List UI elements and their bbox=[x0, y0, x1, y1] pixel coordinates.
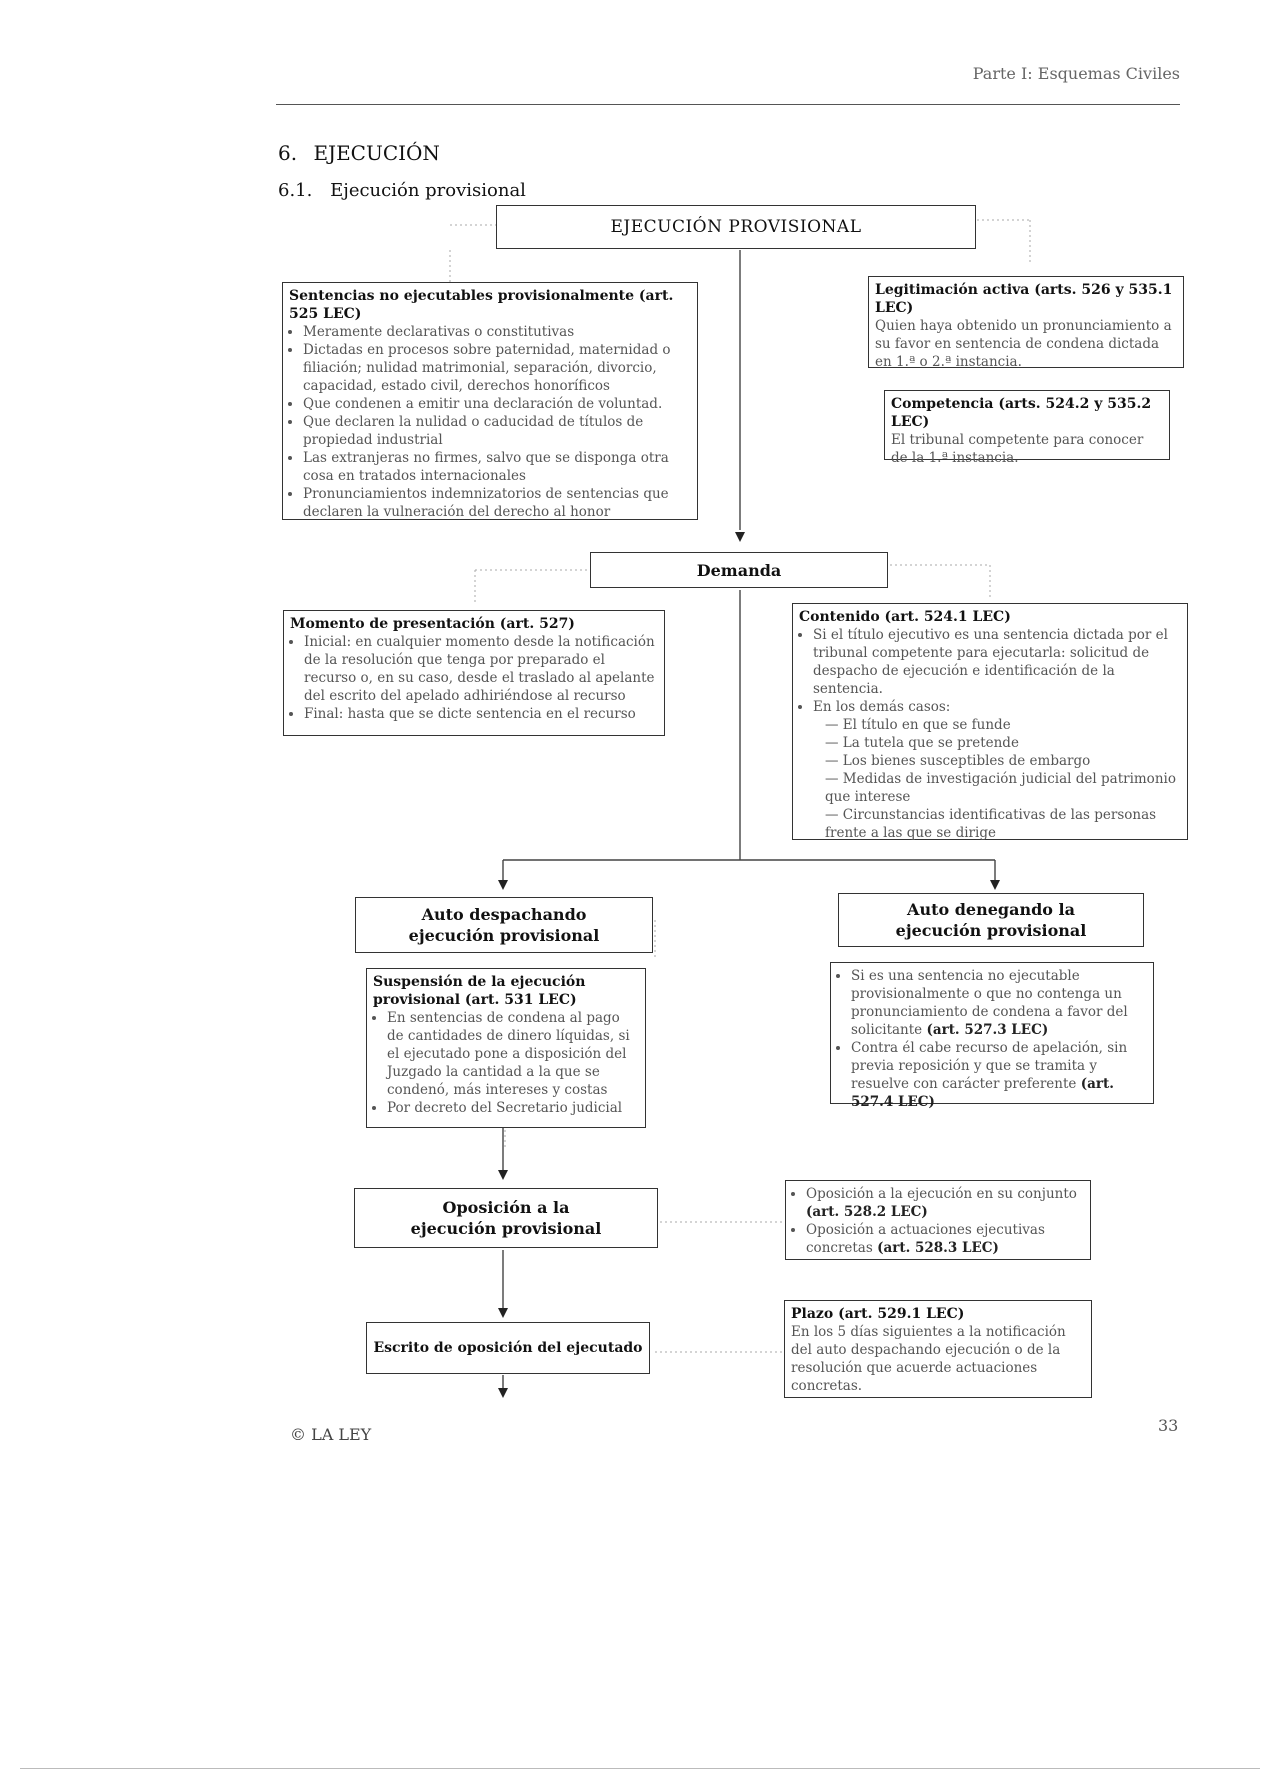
section-number: 6. bbox=[278, 141, 298, 165]
suspension-title: Suspensión de la ejecución provisional (… bbox=[373, 974, 586, 1008]
auto-denegando-line1: Auto denegando la bbox=[907, 900, 1075, 919]
list-item: Que condenen a emitir una declaración de… bbox=[303, 395, 691, 413]
plazo-box: Plazo (art. 529.1 LEC) En los 5 días sig… bbox=[784, 1300, 1092, 1398]
auto-denegando-line2: ejecución provisional bbox=[895, 921, 1087, 940]
escrito-oposicion-node: Escrito de oposición del ejecutado bbox=[366, 1322, 650, 1374]
subsection-number: 6.1. bbox=[278, 180, 313, 201]
momento-title: Momento de presentación (art. 527) bbox=[290, 616, 575, 632]
plazo-title: Plazo (art. 529.1 LEC) bbox=[791, 1306, 965, 1322]
legitimacion-text: Quien haya obtenido un pronunciamiento a… bbox=[875, 318, 1172, 370]
list-item: Si es una sentencia no ejecutable provis… bbox=[851, 967, 1147, 1039]
contenido-list: Si el título ejecutivo es una sentencia … bbox=[799, 626, 1181, 842]
sublist-item: — El título en que se funde bbox=[825, 717, 1011, 733]
list-item: En los demás casos: — El título en que s… bbox=[813, 698, 1181, 842]
no-ejecutables-title: Sentencias no ejecutables provisionalmen… bbox=[289, 288, 674, 322]
list-item: Por decreto del Secretario judicial bbox=[387, 1099, 639, 1117]
section-heading: 6. EJECUCIÓN bbox=[278, 141, 440, 165]
bottom-rule bbox=[20, 1768, 1260, 1769]
competencia-text: El tribunal competente para conocer de l… bbox=[891, 432, 1144, 466]
denegando-info-list: Si es una sentencia no ejecutable provis… bbox=[837, 967, 1147, 1111]
page-number: 33 bbox=[1158, 1416, 1179, 1435]
contenido-title: Contenido (art. 524.1 LEC) bbox=[799, 609, 1011, 625]
oposicion-node: Oposición a la ejecución provisional bbox=[354, 1188, 658, 1248]
list-item: Dictadas en procesos sobre paternidad, m… bbox=[303, 341, 691, 395]
section-title: EJECUCIÓN bbox=[313, 141, 440, 165]
list-item: Final: hasta que se dicte sentencia en e… bbox=[304, 705, 658, 723]
sublist-item: — Los bienes susceptibles de embargo bbox=[825, 753, 1091, 769]
list-item: Oposición a la ejecución en su conjunto … bbox=[806, 1185, 1084, 1221]
auto-despachando-line1: Auto despachando bbox=[421, 905, 587, 924]
list-item: En sentencias de condena al pago de cant… bbox=[387, 1009, 639, 1099]
sublist-item: — Medidas de investigación judicial del … bbox=[825, 771, 1176, 805]
list-item: Contra él cabe recurso de apelación, sin… bbox=[851, 1039, 1147, 1111]
list-item: Inicial: en cualquier momento desde la n… bbox=[304, 633, 658, 705]
oposicion-info-box: Oposición a la ejecución en su conjunto … bbox=[785, 1180, 1091, 1260]
no-ejecutables-list: Meramente declarativas o constitutivas D… bbox=[289, 323, 691, 521]
list-item: Si el título ejecutivo es una sentencia … bbox=[813, 626, 1181, 698]
no-ejecutables-box: Sentencias no ejecutables provisionalmen… bbox=[282, 282, 698, 520]
list-item: Oposición a actuaciones ejecutivas concr… bbox=[806, 1221, 1084, 1257]
denegando-info-box: Si es una sentencia no ejecutable provis… bbox=[830, 962, 1154, 1110]
oposicion-info-list: Oposición a la ejecución en su conjunto … bbox=[792, 1185, 1084, 1257]
auto-denegando-node: Auto denegando la ejecución provisional bbox=[838, 893, 1144, 947]
auto-despachando-line2: ejecución provisional bbox=[408, 926, 600, 945]
momento-list: Inicial: en cualquier momento desde la n… bbox=[290, 633, 658, 723]
running-header: Parte I: Esquemas Civiles bbox=[972, 64, 1180, 83]
contenido-box: Contenido (art. 524.1 LEC) Si el título … bbox=[792, 603, 1188, 842]
auto-despachando-node: Auto despachando ejecución provisional bbox=[355, 897, 653, 953]
legitimacion-box: Legitimación activa (arts. 526 y 535.1 L… bbox=[868, 276, 1184, 370]
oposicion-line2: ejecución provisional bbox=[410, 1219, 602, 1238]
list-item: Las extranjeras no firmes, salvo que se … bbox=[303, 449, 691, 485]
root-node-ejecucion-provisional: EJECUCIÓN PROVISIONAL bbox=[496, 205, 976, 249]
demanda-node: Demanda bbox=[590, 552, 888, 588]
competencia-title: Competencia (arts. 524.2 y 535.2 LEC) bbox=[891, 396, 1152, 430]
competencia-box: Competencia (arts. 524.2 y 535.2 LEC) El… bbox=[884, 390, 1170, 466]
ref-text: (art. 527.3 LEC) bbox=[926, 1022, 1049, 1038]
ref-text: (art. 528.2 LEC) bbox=[806, 1204, 928, 1220]
header-rule bbox=[276, 104, 1180, 105]
list-item: Que declaren la nulidad o caducidad de t… bbox=[303, 413, 691, 449]
copyright: © LA LEY bbox=[290, 1425, 372, 1444]
legitimacion-title: Legitimación activa (arts. 526 y 535.1 L… bbox=[875, 282, 1173, 316]
momento-box: Momento de presentación (art. 527) Inici… bbox=[283, 610, 665, 736]
suspension-box: Suspensión de la ejecución provisional (… bbox=[366, 968, 646, 1128]
suspension-list: En sentencias de condena al pago de cant… bbox=[373, 1009, 639, 1117]
contenido-sublist: — El título en que se funde — La tutela … bbox=[813, 716, 1181, 842]
oposicion-line1: Oposición a la bbox=[442, 1198, 570, 1217]
list-item: Meramente declarativas o constitutivas bbox=[303, 323, 691, 341]
sublist-item: — Circunstancias identificativas de las … bbox=[825, 807, 1157, 841]
plazo-text: En los 5 días siguientes a la notificaci… bbox=[791, 1324, 1066, 1394]
ref-text: (art. 527.4 LEC) bbox=[851, 1076, 1114, 1110]
subsection-title: Ejecución provisional bbox=[330, 180, 526, 201]
list-item: Pronunciamientos indemnizatorios de sent… bbox=[303, 485, 691, 521]
sublist-item: — La tutela que se pretende bbox=[825, 735, 1019, 751]
ref-text: (art. 528.3 LEC) bbox=[877, 1240, 999, 1256]
contenido-item2-text: En los demás casos: bbox=[813, 699, 951, 715]
subsection-heading: 6.1. Ejecución provisional bbox=[278, 180, 526, 201]
